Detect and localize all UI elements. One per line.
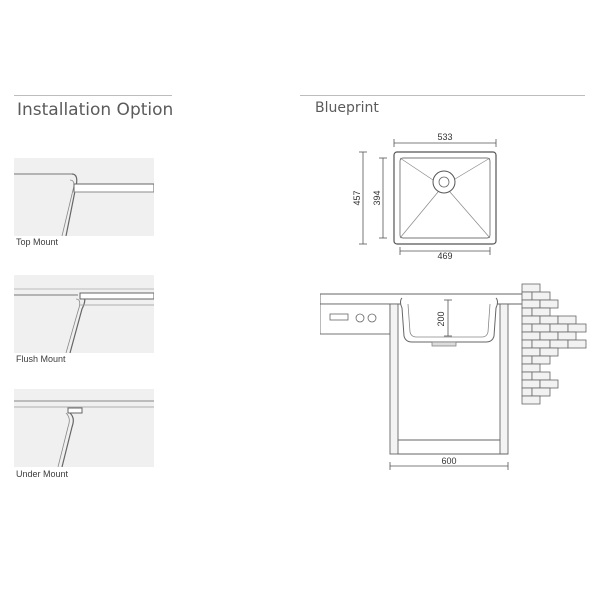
- under-mount-diagram: [14, 389, 154, 467]
- top-mount-diagram: [14, 158, 154, 236]
- inner-depth-label: 394: [372, 190, 382, 205]
- under-mount-label: Under Mount: [16, 469, 69, 479]
- flush-mount-label: Flush Mount: [16, 354, 66, 364]
- installation-option-heading: Installation Option: [17, 100, 174, 120]
- bottom-width-label: 469: [437, 251, 452, 260]
- installation-option-rule: [14, 95, 172, 96]
- blueprint-rule: [300, 95, 585, 96]
- outer-depth-label: 457: [352, 190, 362, 205]
- brick-wall: [521, 283, 587, 405]
- top-mount-label: Top Mount: [16, 237, 59, 247]
- bowl-height-label: 200: [436, 311, 446, 326]
- sink-cabinet-side-view: 200 600: [320, 283, 587, 470]
- flush-mount-diagram: [14, 275, 154, 353]
- cabinet-width-label: 600: [441, 456, 456, 466]
- top-width-label: 533: [437, 132, 452, 142]
- sink-top-view: 533 469 457 394: [352, 132, 497, 260]
- blueprint-heading: Blueprint: [315, 100, 379, 116]
